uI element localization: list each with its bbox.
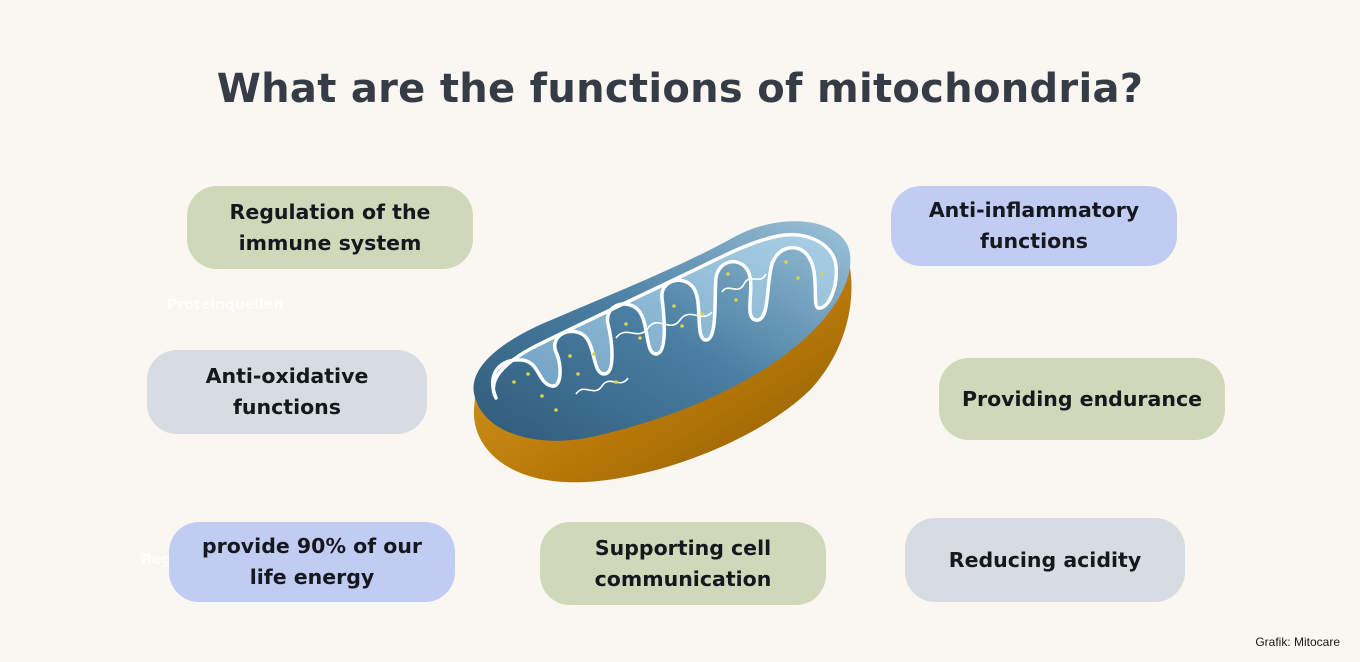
function-pill-communication: Supporting cell communication [540, 522, 826, 605]
function-label: Anti-inflammatory functions [928, 198, 1140, 253]
function-pill-endurance: Providing endurance [939, 358, 1225, 440]
page-title: What are the functions of mitochondria? [216, 66, 1144, 112]
function-label: Supporting cell communication [594, 535, 772, 591]
function-pill-anti-inflammatory: Anti-inflammatory functions [891, 186, 1177, 266]
function-label: Regulation of the immune system [229, 199, 431, 255]
function-pill-immune: Regulation of the immune system [187, 186, 473, 269]
image-credit: Grafik: Mitocare [1255, 635, 1340, 649]
function-label: Providing endurance [961, 386, 1203, 411]
inner-membrane-cristae [490, 232, 838, 400]
function-label: provide 90% of our life energy [201, 534, 423, 589]
function-label: Anti-oxidative functions [205, 364, 369, 419]
function-pill-acidity: Reducing acidity [905, 518, 1185, 602]
ghost-label-reg: Reg [141, 552, 172, 568]
mitochondrion-illustration [473, 221, 852, 483]
dna-strand [721, 273, 767, 293]
function-pill-energy: provide 90% of our life energy [169, 522, 455, 602]
function-label: Reducing acidity [948, 547, 1142, 572]
ghost-label-proteinquellen: Proteinquellen [167, 297, 284, 313]
dna-strand [575, 377, 629, 395]
function-pill-anti-oxidative: Anti-oxidative functions [147, 350, 427, 434]
dna-strand [615, 311, 713, 339]
matrix-granules [512, 260, 824, 412]
